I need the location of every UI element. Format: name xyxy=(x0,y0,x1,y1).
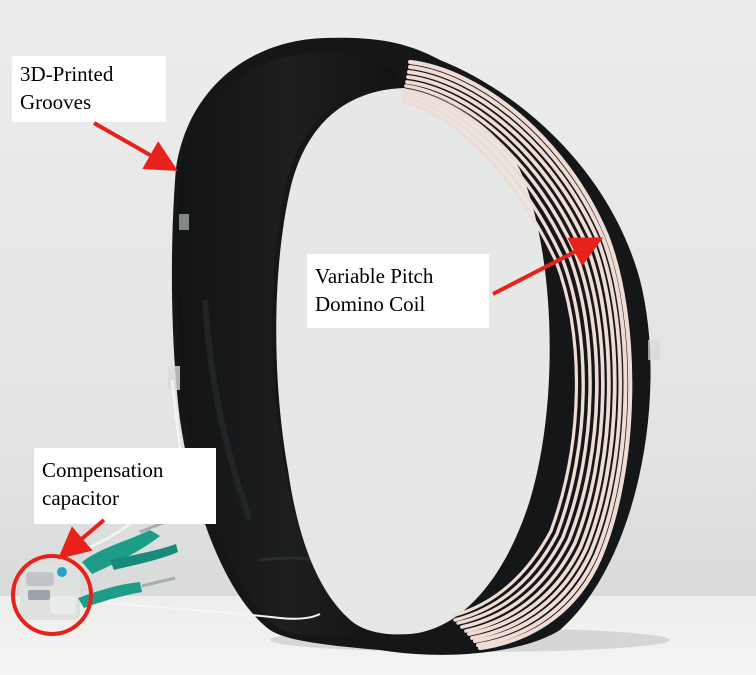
alligator-clips xyxy=(78,518,178,608)
callout-grooves-line1: 3D-Printed xyxy=(20,62,114,86)
callout-variable-pitch-domino-coil: Variable Pitch Domino Coil xyxy=(307,254,489,328)
callout-compensation-capacitor: Compensation capacitor xyxy=(34,448,216,524)
ring-inner-band xyxy=(176,52,404,637)
coil-windings xyxy=(400,59,633,651)
capacitor-board xyxy=(20,562,80,620)
tape-mark-left xyxy=(179,214,189,230)
callout-capacitor-line1: Compensation xyxy=(42,458,164,482)
callout-grooves-line2: Grooves xyxy=(20,90,92,114)
callout-coil-line1: Variable Pitch xyxy=(315,264,434,288)
callout-coil-line2: Domino Coil xyxy=(315,292,426,316)
ground-wire xyxy=(69,599,321,620)
callout-capacitor-line2: capacitor xyxy=(42,486,119,510)
callout-3d-printed-grooves: 3D-Printed Grooves xyxy=(12,56,166,122)
tape-mark-lead xyxy=(168,366,180,390)
tape-mark-right xyxy=(648,340,660,360)
ring-hole xyxy=(276,86,550,635)
